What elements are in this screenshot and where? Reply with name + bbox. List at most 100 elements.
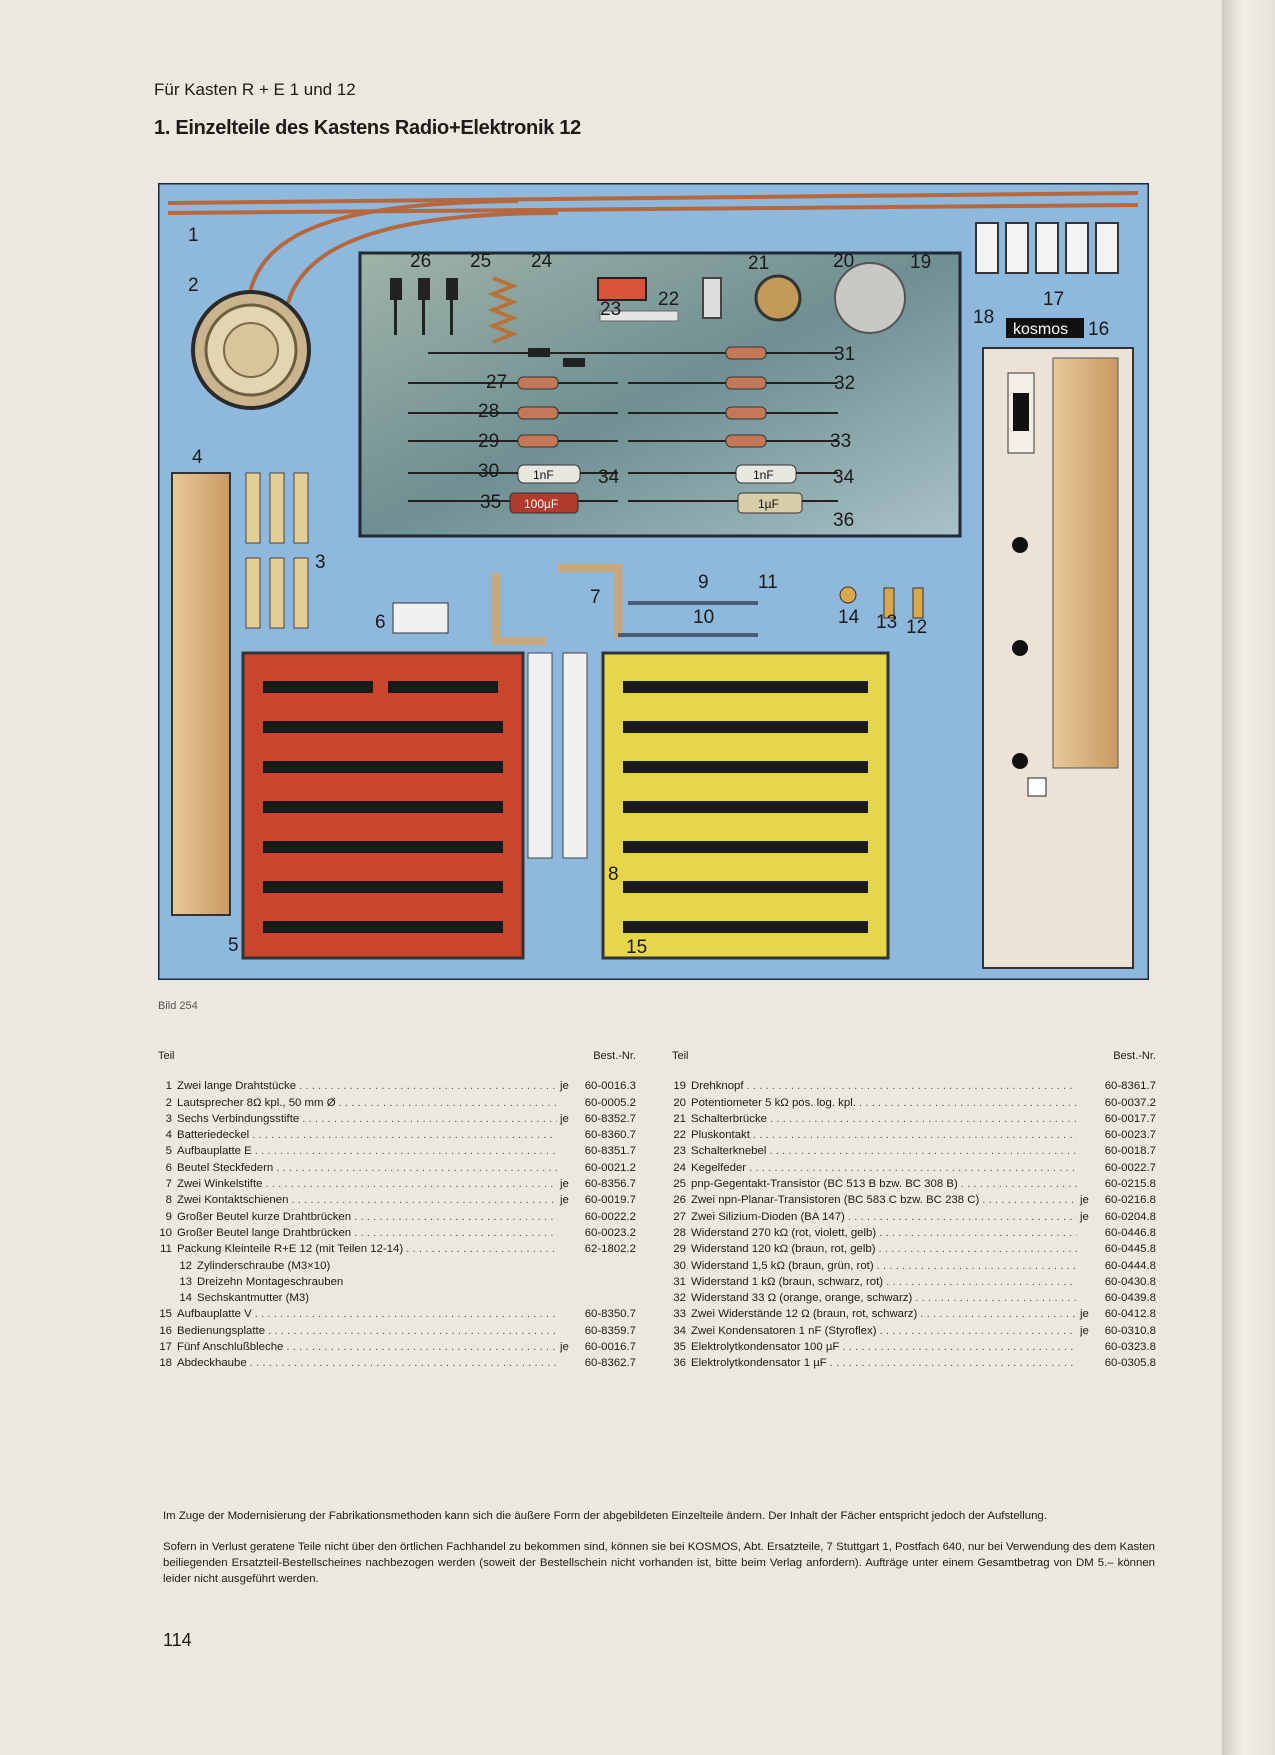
callout-32: 32 (834, 373, 855, 394)
per-unit-marker: je (560, 1178, 569, 1191)
callout-12: 12 (906, 617, 927, 638)
per-unit-marker: je (1080, 1324, 1089, 1337)
leader-dots (842, 1339, 1077, 1355)
col-teil: Teil (158, 1050, 175, 1062)
per-unit-marker: je (1080, 1210, 1089, 1223)
callout-2: 2 (188, 275, 199, 296)
callout-27: 27 (486, 372, 507, 393)
leader-dots (749, 1160, 1077, 1176)
kosmos-label: kosmos (1013, 321, 1068, 338)
callout-24: 24 (531, 251, 553, 272)
callout-10: 10 (693, 607, 714, 628)
page-edge (1222, 0, 1275, 1755)
connection-plates (975, 222, 1119, 274)
spring (487, 276, 519, 344)
table-header: Teil Best.-Nr. (672, 1048, 1156, 1064)
part-number: 31 (673, 1275, 686, 1288)
order-number: 60-0439.8 (1104, 1292, 1156, 1305)
leader-dots (848, 1209, 1077, 1225)
cap-label-4: 1µF (758, 497, 779, 511)
leader-dots (753, 1127, 1077, 1143)
transistors (390, 278, 458, 335)
part-name: Bedienungsplatte (177, 1324, 266, 1337)
callout-26: 26 (410, 251, 431, 272)
part-name: Schalterknebel (691, 1145, 767, 1158)
part-name: Zwei Kontaktschienen (177, 1194, 289, 1207)
order-number: 60-8361.7 (1104, 1080, 1156, 1093)
order-number: 62-1802.2 (584, 1243, 636, 1256)
part-number: 30 (673, 1259, 686, 1272)
part-name: Packung Kleinteile R+E 12 (mit Teilen 12… (177, 1243, 404, 1256)
order-number: 60-0017.7 (1104, 1112, 1156, 1125)
col-teil: Teil (672, 1050, 689, 1062)
order-number: 60-0412.8 (1104, 1308, 1156, 1321)
leader-dots (250, 1355, 557, 1371)
table-row: 16Bedienungsplatte60-8359.7 (158, 1323, 636, 1339)
leader-dots (879, 1225, 1077, 1241)
part-number: 5 (165, 1145, 172, 1158)
leader-dots (879, 1241, 1077, 1257)
callout-33: 33 (830, 431, 851, 452)
leader-dots (886, 1274, 1077, 1290)
part-name: Zwei Winkelstifte (177, 1178, 263, 1191)
leader-dots (354, 1209, 557, 1225)
note-modernization: Im Zuge der Modernisierung der Fabrikati… (163, 1510, 1047, 1522)
table-header: Teil Best.-Nr. (158, 1048, 636, 1064)
order-number: 60-0216.8 (1104, 1194, 1156, 1207)
small-screws (839, 586, 924, 619)
leader-dots (770, 1111, 1077, 1127)
callout-8: 8 (608, 864, 619, 885)
part-number: 18 (159, 1357, 172, 1370)
order-number: 60-0005.2 (584, 1096, 636, 1109)
table-row: 22Pluskontakt60-0023.7 (672, 1127, 1156, 1143)
per-unit-marker: je (1080, 1308, 1089, 1321)
part-number: 9 (165, 1210, 172, 1223)
leader-dots (880, 1323, 1078, 1339)
order-number: 60-0022.2 (584, 1210, 636, 1223)
leader-dots (286, 1339, 557, 1355)
part-number: 21 (673, 1112, 686, 1125)
part-number: 22 (673, 1129, 686, 1142)
leader-dots (830, 1355, 1077, 1371)
leader-dots (339, 1095, 557, 1111)
callout-16: 16 (1088, 319, 1109, 340)
part-name: Abdeckhaube (177, 1357, 247, 1370)
leader-dots (769, 1143, 1077, 1159)
order-number: 60-0018.7 (1104, 1145, 1156, 1158)
part-name: Schalterbrücke (691, 1112, 767, 1125)
callout-11: 11 (758, 572, 778, 593)
knob (834, 262, 906, 334)
part-number: 17 (159, 1341, 172, 1354)
part-name: Sechskantmutter (M3) (197, 1292, 310, 1305)
callout-31: 31 (834, 344, 855, 365)
cap-label-2: 100µF (524, 497, 558, 511)
part-name: Großer Beutel kurze Drahtbrücken (177, 1210, 352, 1223)
part-name: Aufbauplatte V (177, 1308, 252, 1321)
table-row: 4Batteriedeckel60-8360.7 (158, 1127, 636, 1143)
order-number: 60-0305.8 (1104, 1357, 1156, 1370)
part-name: Elektrolytkondensator 1 µF (691, 1357, 827, 1370)
callout-1: 1 (188, 225, 199, 246)
callout-28: 28 (478, 401, 499, 422)
order-number: 60-0430.8 (1104, 1275, 1156, 1288)
callout-5: 5 (228, 935, 239, 956)
part-number: 24 (673, 1161, 686, 1174)
callout-34a: 34 (598, 467, 620, 488)
capacitors: 1nF 100µF 1nF 1µF (509, 464, 803, 514)
leader-dots (255, 1306, 557, 1322)
table-row: 18Abdeckhaube60-8362.7 (158, 1355, 636, 1371)
part-number: 25 (673, 1178, 686, 1191)
switch-bridge (702, 277, 722, 319)
callout-29: 29 (478, 431, 499, 452)
